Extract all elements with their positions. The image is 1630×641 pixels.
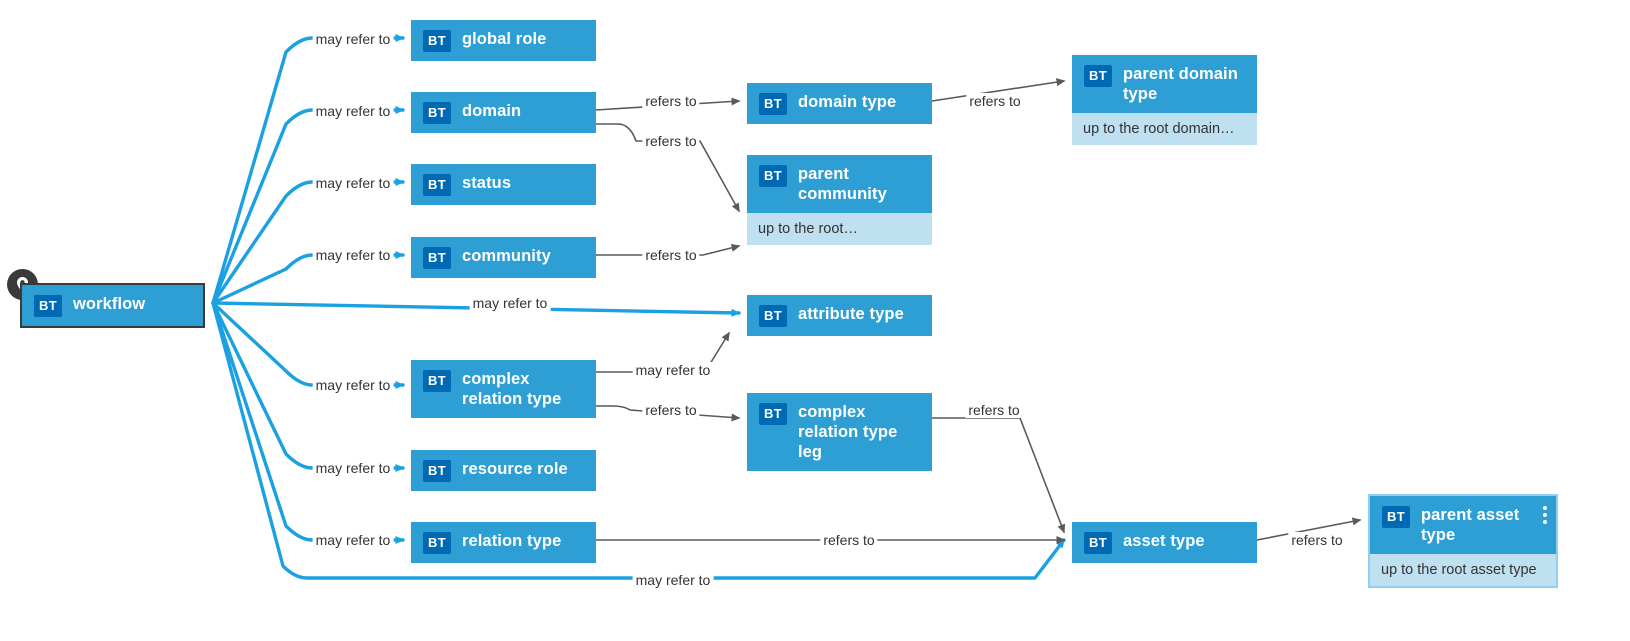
edge-label: may refer to bbox=[312, 175, 394, 191]
node-header: BT asset type bbox=[1072, 522, 1257, 563]
node-title: parent asset type bbox=[1420, 506, 1520, 544]
node-header: BT community bbox=[411, 237, 596, 278]
bt-badge-icon: BT bbox=[1382, 506, 1410, 528]
node-status[interactable]: BT status bbox=[411, 164, 596, 205]
node-header: BT attribute type bbox=[747, 295, 932, 336]
node-domain[interactable]: BT domain bbox=[411, 92, 596, 133]
node-title: status bbox=[461, 174, 512, 192]
node-footer: up to the root domain… bbox=[1072, 113, 1257, 145]
bt-badge-icon: BT bbox=[423, 532, 451, 554]
node-resource_role[interactable]: BT resource role bbox=[411, 450, 596, 491]
edge-workflow-to-global_role bbox=[211, 34, 405, 305]
node-header: BT workflow bbox=[22, 285, 203, 326]
node-title: workflow bbox=[72, 295, 146, 313]
node-header: BT global role bbox=[411, 20, 596, 61]
node-workflow[interactable]: BT workflow bbox=[20, 283, 205, 328]
node-community[interactable]: BT community bbox=[411, 237, 596, 278]
node-title: community bbox=[461, 247, 551, 265]
node-title: asset type bbox=[1122, 532, 1205, 550]
edge-label: may refer to bbox=[632, 362, 714, 378]
node-title: parent community bbox=[797, 165, 887, 203]
edge-label: may refer to bbox=[469, 295, 551, 311]
node-header: BT resource role bbox=[411, 450, 596, 491]
node-attribute_type[interactable]: BT attribute type bbox=[747, 295, 932, 336]
node-title: relation type bbox=[461, 532, 562, 550]
edge-label: may refer to bbox=[312, 247, 394, 263]
edge-label: may refer to bbox=[312, 31, 394, 47]
bt-badge-icon: BT bbox=[759, 305, 787, 327]
edge-label: may refer to bbox=[312, 377, 394, 393]
bt-badge-icon: BT bbox=[759, 165, 787, 187]
bt-badge-icon: BT bbox=[1084, 65, 1112, 87]
node-title: complex relation type bbox=[461, 370, 562, 408]
edge-label: may refer to bbox=[632, 572, 714, 588]
bt-badge-icon: BT bbox=[423, 174, 451, 196]
node-header: BT parent asset type bbox=[1370, 496, 1556, 554]
node-title: parent domain type bbox=[1122, 65, 1238, 103]
bt-badge-icon: BT bbox=[34, 295, 62, 317]
bt-badge-icon: BT bbox=[423, 30, 451, 52]
node-title: resource role bbox=[461, 460, 568, 478]
node-title: attribute type bbox=[797, 305, 904, 323]
node-header: BT complex relation type bbox=[411, 360, 596, 418]
node-header: BT parent community bbox=[747, 155, 932, 213]
node-header: BT relation type bbox=[411, 522, 596, 563]
edge-complex_rel_leg-to-asset_type bbox=[931, 417, 1066, 534]
bt-badge-icon: BT bbox=[1084, 532, 1112, 554]
node-header: BT domain bbox=[411, 92, 596, 133]
node-header: BT domain type bbox=[747, 83, 932, 124]
edge-workflow-to-relation_type bbox=[211, 301, 405, 544]
bt-badge-icon: BT bbox=[759, 403, 787, 425]
edge-workflow-to-complex_rel_type bbox=[211, 301, 405, 389]
node-complex_rel_leg[interactable]: BT complex relation type leg bbox=[747, 393, 932, 471]
edge-label: refers to bbox=[642, 247, 700, 263]
node-relation_type[interactable]: BT relation type bbox=[411, 522, 596, 563]
node-title: domain type bbox=[797, 93, 897, 111]
node-header: BT status bbox=[411, 164, 596, 205]
node-parent_community[interactable]: BT parent community up to the root… bbox=[747, 155, 932, 245]
edge-label: may refer to bbox=[312, 460, 394, 476]
node-parent_asset_type[interactable]: BT parent asset type up to the root asset … bbox=[1368, 494, 1558, 588]
node-title: global role bbox=[461, 30, 547, 48]
node-asset_type[interactable]: BT asset type bbox=[1072, 522, 1257, 563]
node-title: complex relation type leg bbox=[797, 403, 898, 461]
more-options-icon[interactable] bbox=[1543, 506, 1547, 524]
edge-workflow-to-domain bbox=[211, 106, 405, 305]
edge-workflow-to-status bbox=[211, 178, 405, 305]
edge-label: refers to bbox=[1288, 532, 1346, 548]
node-footer: up to the root asset type bbox=[1370, 554, 1556, 586]
bt-badge-icon: BT bbox=[759, 93, 787, 115]
edge-label: refers to bbox=[965, 402, 1023, 418]
edge-label: refers to bbox=[642, 93, 700, 109]
bt-badge-icon: BT bbox=[423, 102, 451, 124]
edge-label: may refer to bbox=[312, 103, 394, 119]
node-footer: up to the root… bbox=[747, 213, 932, 245]
node-header: BT complex relation type leg bbox=[747, 393, 932, 471]
node-complex_rel_type[interactable]: BT complex relation type bbox=[411, 360, 596, 418]
edge-label: may refer to bbox=[312, 532, 394, 548]
edge-label: refers to bbox=[642, 133, 700, 149]
edge-label: refers to bbox=[820, 532, 878, 548]
edge-label: refers to bbox=[642, 402, 700, 418]
node-domain_type[interactable]: BT domain type bbox=[747, 83, 932, 124]
bt-badge-icon: BT bbox=[423, 460, 451, 482]
edge-label: refers to bbox=[966, 93, 1024, 109]
node-parent_domain_type[interactable]: BT parent domain type up to the root domai… bbox=[1072, 55, 1257, 145]
node-header: BT parent domain type bbox=[1072, 55, 1257, 113]
bt-badge-icon: BT bbox=[423, 370, 451, 392]
node-global_role[interactable]: BT global role bbox=[411, 20, 596, 61]
node-title: domain bbox=[461, 102, 522, 120]
bt-badge-icon: BT bbox=[423, 247, 451, 269]
